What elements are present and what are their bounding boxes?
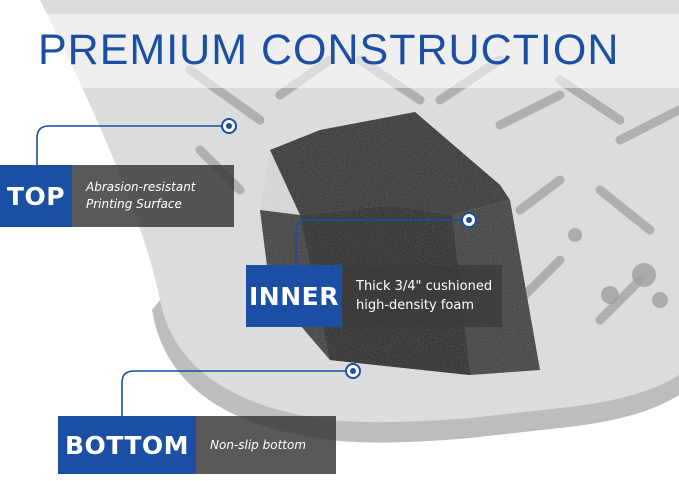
layer-description-inner: Thick 3/4" cushioned high-density foam xyxy=(342,265,502,327)
layer-tag-bottom: BOTTOM xyxy=(58,416,196,474)
description-line: high-density foam xyxy=(356,298,474,313)
pointer-lines xyxy=(36,125,462,416)
description-line: Printing Surface xyxy=(86,197,182,211)
callout-top-layer: TOP Abrasion-resistant Printing Surface xyxy=(0,165,234,227)
description-line: Non-slip bottom xyxy=(210,437,307,452)
callout-pointer-icon xyxy=(221,118,477,379)
title-band xyxy=(0,14,679,88)
description-line: Thick 3/4" cushioned xyxy=(356,279,493,294)
layer-description-top: Abrasion-resistant Printing Surface xyxy=(72,165,234,227)
layer-tag-top: TOP xyxy=(0,165,72,227)
layer-tag-inner: INNER xyxy=(246,265,342,327)
layer-description-bottom: Non-slip bottom xyxy=(196,416,336,474)
description-line: Abrasion-resistant xyxy=(86,180,196,194)
callout-inner-layer: INNER Thick 3/4" cushioned high-density … xyxy=(246,265,502,327)
page-title: PREMIUM CONSTRUCTION xyxy=(38,26,620,74)
callout-bottom-layer: BOTTOM Non-slip bottom xyxy=(58,416,336,474)
